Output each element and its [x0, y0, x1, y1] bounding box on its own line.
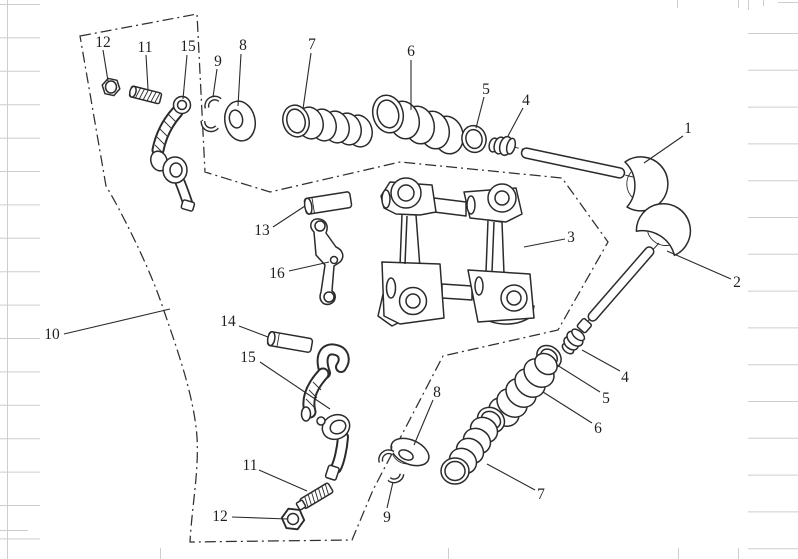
part-7-outer-spring-bottom	[440, 406, 506, 485]
part-6-inner-spring-top	[371, 94, 465, 155]
callout-leader-line	[475, 96, 485, 129]
callout-label: 10	[44, 326, 60, 343]
part-13-rocker-shaft	[303, 191, 353, 215]
callout-leader-line	[486, 463, 536, 491]
callout-label: 15	[180, 38, 196, 55]
callout-label: 8	[239, 37, 247, 54]
callout-leader-line	[182, 54, 188, 100]
callout-leader-line	[237, 53, 242, 107]
callout-leader-line	[145, 54, 149, 90]
callout-leader-line	[231, 516, 289, 520]
diagram-line-art	[79, 13, 692, 543]
callout-leader-line	[386, 481, 394, 509]
part-6-inner-spring-bottom	[488, 352, 558, 427]
part-7-outer-spring-top	[282, 104, 373, 148]
callout-leader-line	[523, 238, 566, 248]
callout-leader-line	[63, 308, 171, 335]
head-cover-outline	[79, 13, 609, 543]
callout-label: 13	[254, 222, 270, 239]
callout-label: 11	[243, 457, 258, 474]
callout-label: 9	[383, 509, 391, 526]
part-8-spring-retainer-top	[223, 100, 257, 142]
callout-label: 15	[240, 349, 256, 366]
part-1-intake-valve	[520, 147, 669, 212]
callout-label: 2	[733, 274, 741, 291]
callout-label: 4	[522, 92, 530, 109]
callout-leader-line	[556, 364, 601, 393]
part-3-rocker-holder-assembly	[377, 177, 535, 327]
part-4-stem-seal-bottom	[561, 328, 586, 355]
callout-label: 16	[269, 265, 285, 282]
callout-label: 4	[621, 369, 629, 386]
part-8-spring-retainer-bottom	[390, 437, 430, 467]
part-9-valve-cotters-bottom	[378, 449, 405, 484]
part-12-lock-nut-bottom	[280, 507, 306, 531]
part-9-valve-cotters-top	[200, 95, 222, 133]
callout-label: 12	[95, 34, 111, 51]
callout-label: 14	[220, 313, 236, 330]
part-11-adjusting-screw-bottom	[295, 482, 334, 511]
callout-leader-line	[259, 361, 331, 410]
part-4-stem-seal-top	[488, 135, 517, 157]
callout-leader-line	[238, 325, 269, 338]
callout-leader-line	[272, 205, 306, 228]
callout-leader-line	[507, 107, 524, 137]
callout-label: 12	[212, 508, 228, 525]
callout-label: 5	[482, 81, 490, 98]
callout-leader-line	[643, 135, 684, 164]
part-15-rocker-arm-top	[149, 95, 196, 212]
callout-label: 6	[407, 43, 415, 60]
callout-leader-line	[288, 261, 330, 272]
callout-leader-line	[302, 52, 312, 110]
part-2-exhaust-valve	[576, 202, 692, 334]
part-12-lock-nut-top	[101, 77, 121, 97]
part-11-adjusting-screw-top	[128, 85, 163, 105]
part-15-rocker-arm-bottom	[300, 343, 351, 481]
callout-leader-line	[581, 349, 621, 372]
callout-leader-line	[666, 250, 732, 280]
callout-label: 5	[602, 390, 610, 407]
callout-label: 7	[308, 36, 316, 53]
callout-leader-line	[102, 49, 109, 82]
callout-leader-line	[413, 399, 434, 446]
callout-label: 3	[567, 229, 575, 246]
part-16-guide-plate	[310, 218, 344, 306]
callout-label: 1	[684, 120, 692, 137]
callout-label: 11	[138, 39, 153, 56]
callout-leader-line	[212, 68, 218, 98]
part-14-rocker-pin	[266, 331, 314, 353]
callout-label: 7	[537, 486, 545, 503]
callout-label: 9	[214, 53, 222, 70]
callout-leader-line	[258, 469, 308, 492]
callout-label: 8	[433, 384, 441, 401]
callout-label: 6	[594, 420, 602, 437]
part-5-spring-seat-top	[461, 124, 487, 154]
callout-leader-line	[542, 391, 593, 424]
